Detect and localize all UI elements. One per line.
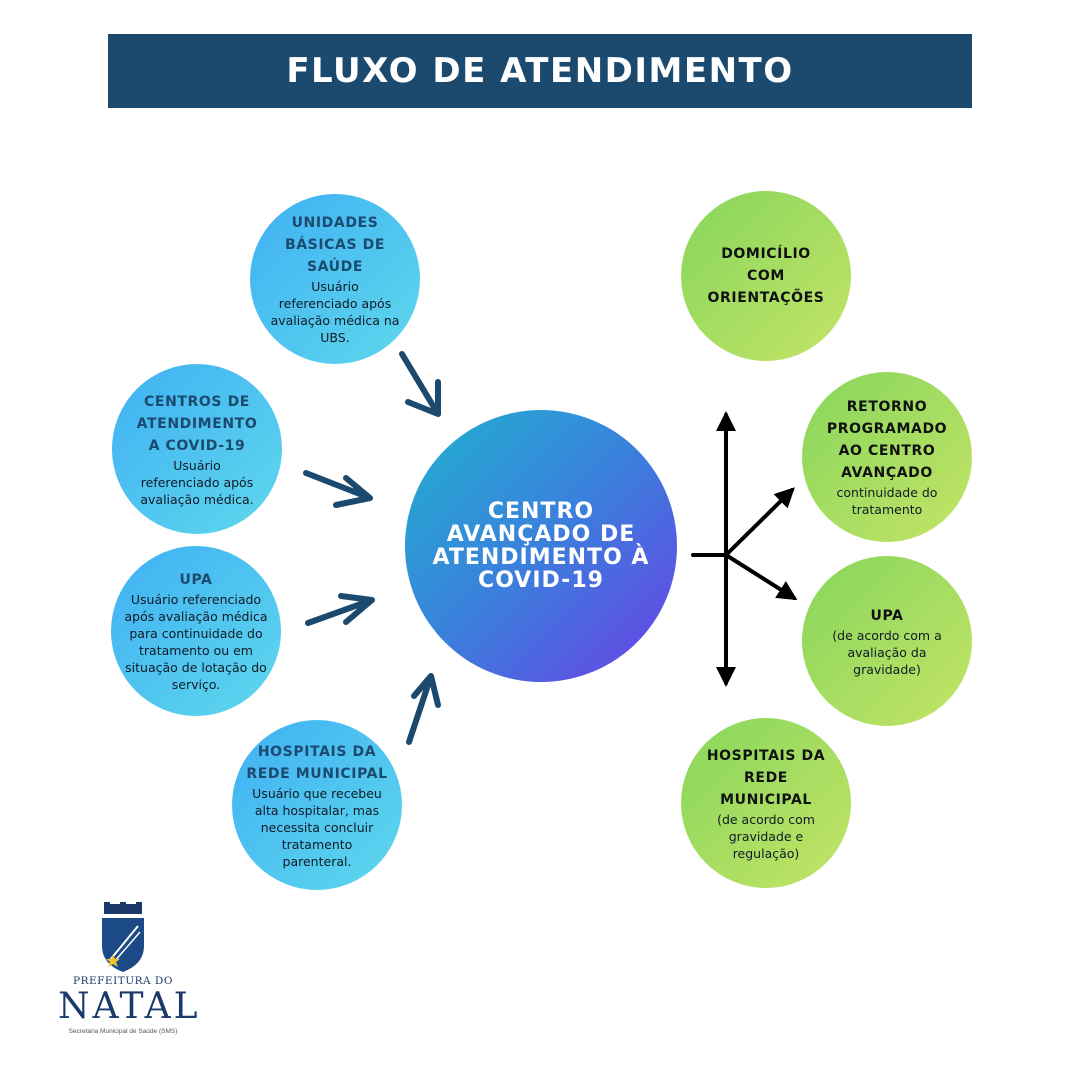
output-node-upa: UPA (de acordo com a avaliação da gravid…: [802, 556, 972, 726]
center-node: CENTRO AVANÇADO DE ATENDIMENTO À COVID-1…: [405, 410, 677, 682]
node-description: (de acordo com a avaliação da gravidade): [832, 627, 942, 677]
node-description: (de acordo com gravidade e regulação): [717, 811, 815, 861]
node-title: HOSPITAIS DA REDE MUNICIPAL: [706, 747, 826, 808]
arrow-from-hospitais: [406, 673, 441, 745]
node-description: Usuário que recebeu alta hospitalar, mas…: [252, 785, 382, 869]
output-node-retorno: RETORNO PROGRAMADO AO CENTRO AVANÇADO co…: [802, 372, 972, 542]
input-node-centros: CENTROS DE ATENDIMENTO A COVID-19 Usuári…: [112, 364, 282, 534]
node-title: DOMICÍLIO COM ORIENTAÇÕES: [707, 246, 825, 306]
arrow-from-ubs: [399, 351, 441, 417]
logo-line-2: NATAL: [58, 986, 201, 1027]
node-title: RETORNO PROGRAMADO AO CENTRO AVANÇADO: [826, 399, 948, 481]
node-description: continuidade do tratamento: [836, 485, 938, 517]
prefeitura-logo: PREFEITURA DO NATAL Secretaria Municipal…: [58, 902, 198, 1042]
node-title: HOSPITAIS DA REDE MUNICIPAL: [246, 743, 388, 782]
logo-line-3: Secretaria Municipal de Saúde (SMS): [68, 1028, 178, 1035]
input-node-upa: UPA Usuário referenciado após avaliação …: [111, 546, 281, 716]
output-node-hospitais: HOSPITAIS DA REDE MUNICIPAL (de acordo c…: [681, 718, 851, 888]
node-description: Usuário referenciado após avaliação médi…: [270, 279, 400, 345]
node-title: UNIDADES BÁSICAS DE SAÚDE: [284, 215, 386, 275]
logo-line-1: PREFEITURA DO: [73, 975, 173, 987]
node-title: UPA: [179, 572, 213, 588]
title-banner: FLUXO DE ATENDIMENTO: [108, 34, 972, 108]
node-description: Usuário referenciado após avaliação médi…: [124, 592, 268, 692]
output-node-domicilio: DOMICÍLIO COM ORIENTAÇÕES: [681, 191, 851, 361]
center-label: CENTRO AVANÇADO DE ATENDIMENTO À COVID-1…: [432, 499, 650, 593]
arrow-from-centros: [303, 470, 373, 508]
arrow-to-upa: [724, 553, 798, 601]
node-title: UPA: [870, 607, 904, 624]
page-title: FLUXO DE ATENDIMENTO: [286, 51, 794, 91]
node-title: CENTROS DE ATENDIMENTO A COVID-19: [136, 393, 258, 454]
arrow-to-retorno: [724, 487, 795, 557]
node-description: Usuário referenciado após avaliação médi…: [140, 457, 254, 507]
input-node-ubs: UNIDADES BÁSICAS DE SAÚDE Usuário refere…: [250, 194, 420, 364]
input-node-hospitais: HOSPITAIS DA REDE MUNICIPAL Usuário que …: [232, 720, 402, 890]
coat-of-arms-icon: [102, 902, 144, 972]
arrow-from-upa: [305, 593, 375, 626]
